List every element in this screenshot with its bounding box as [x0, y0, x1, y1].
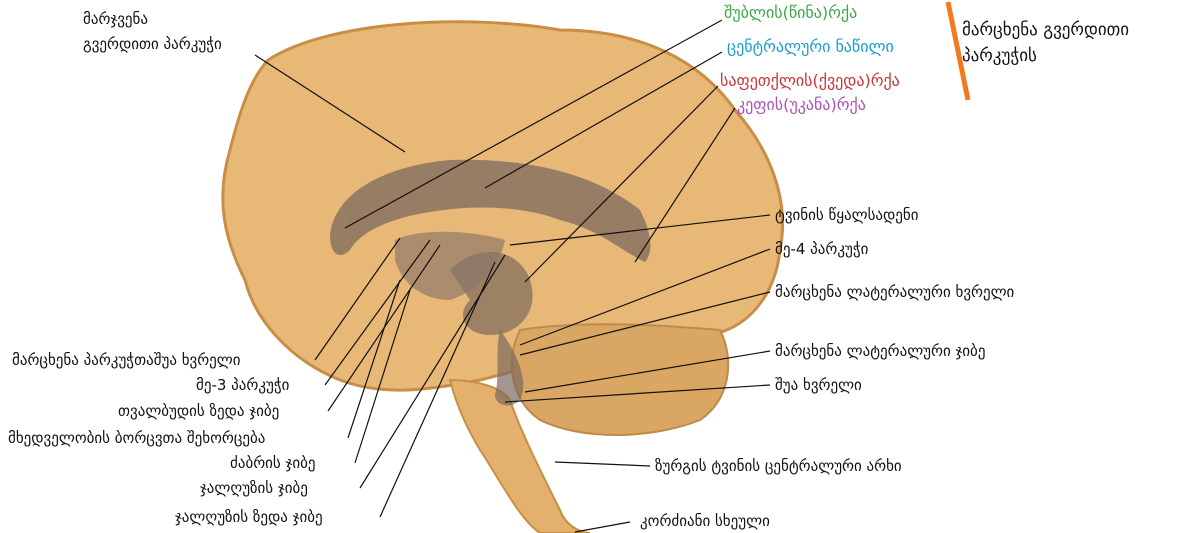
- label-median-aperture: შუა ხვრელი: [775, 376, 862, 394]
- label-left-lateral-recess: მარცხენა ლატერალური ჯიბე: [775, 342, 985, 360]
- label-third-ventricle: მე-3 პარკუჭი: [196, 376, 289, 394]
- label-pineal-recess: ჯალღუზის ჯიბე: [200, 479, 308, 497]
- label-left-lateral-aperture: მარცხენა ლატერალური ხვრელი: [775, 283, 1014, 301]
- label-left-lateral-ventricle-line2: პარკუჭის: [962, 44, 1037, 68]
- cerebellum: [512, 324, 728, 435]
- label-choroid-plexus: კორძიანი სხეული: [640, 512, 770, 530]
- label-occipital-horn: კეფის(უკანა)რქა: [737, 96, 866, 114]
- label-right-lateral-ventricle-line2: გვერდითი პარკუჭი: [83, 35, 222, 53]
- label-optic-chiasm: მხედველობის ბორცვთა შეხორცება: [8, 429, 265, 447]
- label-temporal-horn: საფეთქლის(ქვედა)რქა: [720, 72, 900, 90]
- label-supraoptic-recess: თვალბუდის ზედა ჯიბე: [118, 402, 279, 420]
- label-fourth-ventricle: მე-4 პარკუჭი: [775, 240, 868, 258]
- label-infundibular-recess: ძაბრის ჯიბე: [230, 454, 315, 472]
- label-interventricular-foramen: მარცხენა პარკუჭთაშუა ხვრელი: [12, 351, 241, 369]
- label-right-lateral-ventricle-line1: მარჯვენა: [83, 10, 148, 28]
- label-frontal-horn: შუბლის(წინა)რქა: [724, 4, 857, 22]
- label-cerebral-aqueduct: ტვინის წყალსადენი: [775, 206, 919, 224]
- label-left-lateral-ventricle-line1: მარცხენა გვერდითი: [962, 18, 1129, 42]
- label-central-canal: ზურგის ტვინის ცენტრალური არხი: [655, 457, 902, 475]
- label-central-part: ცენტრალური ნაწილი: [727, 38, 894, 56]
- label-suprapineal-recess: ჯალღუზის ზედა ჯიბე: [175, 508, 323, 526]
